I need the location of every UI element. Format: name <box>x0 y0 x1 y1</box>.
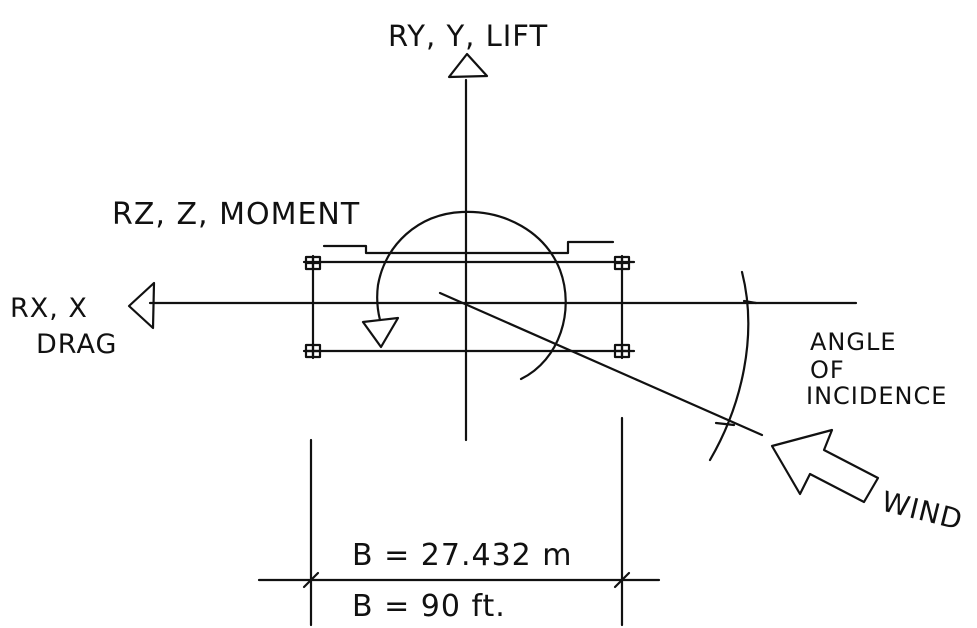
deck-corner-nodes <box>304 255 631 359</box>
angle-of-incidence-arc <box>708 270 750 462</box>
dimension-tick-right <box>613 571 631 589</box>
drag-label: DRAG <box>36 329 117 360</box>
y-arrow-icon <box>447 52 489 79</box>
dimension-tick-left <box>302 571 320 589</box>
wind-label: WIND <box>878 485 966 537</box>
moment-arc <box>376 210 567 381</box>
deck-top-rail <box>322 240 615 255</box>
moment-label: RZ, Z, MOMENT <box>112 197 360 232</box>
wind-arrow-icon <box>770 428 880 504</box>
incidence-line <box>438 291 764 437</box>
angle-label-line1: ANGLE <box>810 328 897 356</box>
angle-tick-top <box>742 299 758 305</box>
moment-arrow-icon <box>361 316 400 349</box>
angle-label-line2: OF <box>810 356 845 384</box>
x-axis-label: RX, X <box>10 293 88 324</box>
angle-tick-bottom <box>714 421 736 427</box>
dimension-metric-label: B = 27.432 m <box>352 538 573 573</box>
y-axis-label: RY, Y, LIFT <box>388 19 548 53</box>
angle-label-line3: INCIDENCE <box>806 382 947 410</box>
x-arrow-icon <box>127 281 156 330</box>
dimension-imperial-label: B = 90 ft. <box>352 589 506 624</box>
